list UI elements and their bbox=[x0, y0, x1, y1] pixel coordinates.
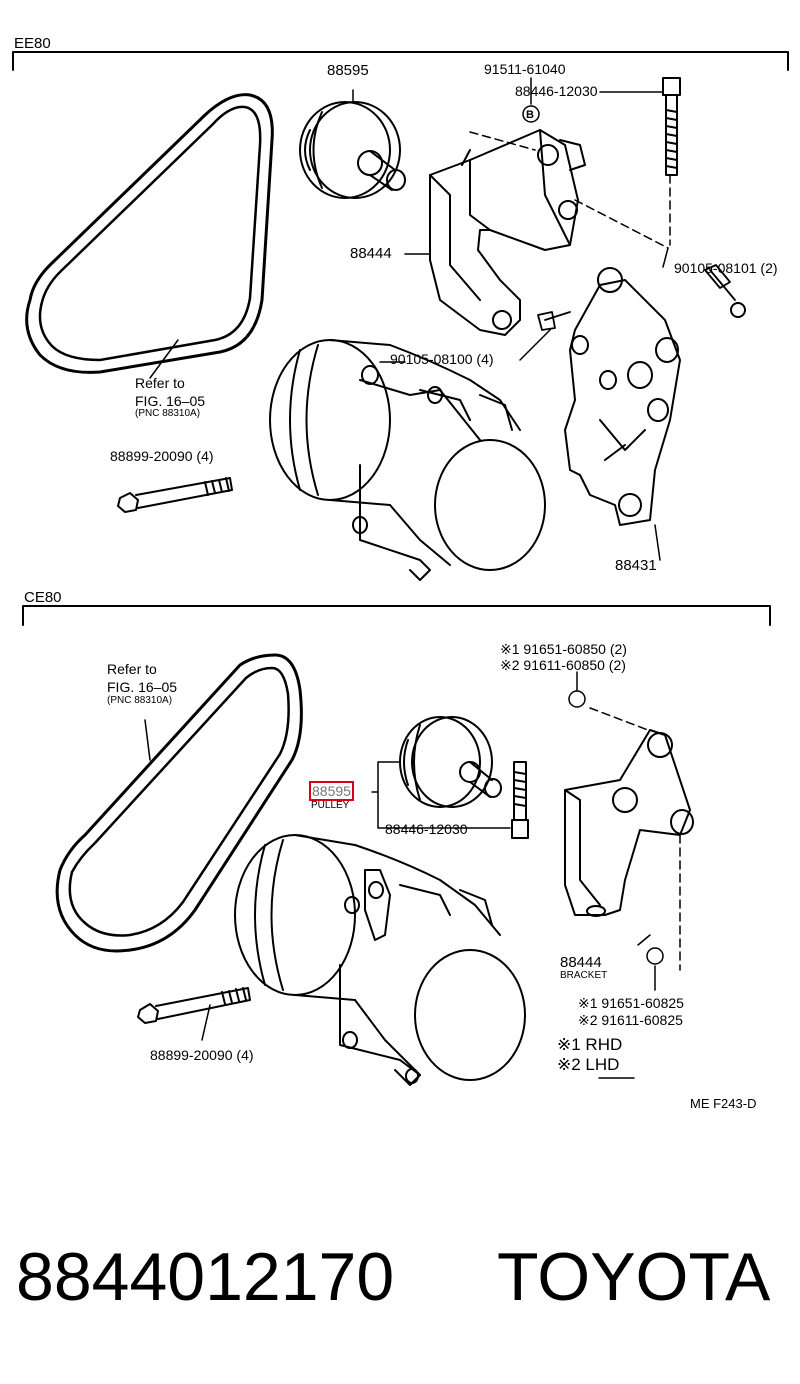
figure-code: ME F243-D bbox=[690, 1096, 757, 1111]
legend-lhd: ※2 LHD bbox=[557, 1055, 620, 1074]
bottom-bolt-lhd-bot[interactable]: ※2 91611-60825 bbox=[578, 1012, 683, 1028]
bracket-top-drawing bbox=[429, 129, 669, 336]
bottom-bolt-88446[interactable]: 88446-12030 bbox=[385, 821, 468, 837]
compressor-bottom-drawing bbox=[234, 834, 526, 1086]
bracket-88431-drawing bbox=[564, 267, 681, 526]
section-title-ce80: CE80 bbox=[24, 589, 62, 606]
bottom-refer-fig-link[interactable]: FIG. 16–05 bbox=[107, 679, 178, 695]
bottom-bolt-rhd-bot[interactable]: ※1 91651-60825 bbox=[578, 995, 684, 1011]
bottom-long-bolt[interactable]: 88899-20090 (4) bbox=[150, 1047, 254, 1063]
top-long-bolt[interactable]: 88899-20090 (4) bbox=[110, 448, 214, 464]
bottom-bolt-rhd-top[interactable]: ※1 91651-60850 (2) bbox=[500, 641, 627, 657]
top-bolt-90105-08101[interactable]: 90105-08101 (2) bbox=[674, 260, 778, 276]
compressor-top-drawing bbox=[269, 339, 546, 581]
legend-rhd: ※1 RHD bbox=[557, 1035, 623, 1054]
top-bolt-90105-08100[interactable]: 90105-08100 (4) bbox=[390, 351, 494, 367]
top-bolt-91511[interactable]: 91511-61040 bbox=[484, 61, 566, 77]
footer-brand: TOYOTA bbox=[497, 1239, 771, 1315]
drive-belt-top bbox=[25, 93, 274, 374]
bracket-bottom-drawing bbox=[564, 707, 694, 971]
bottom-bolt-lhd-top[interactable]: ※2 91611-60850 (2) bbox=[500, 657, 626, 673]
top-pulley-number[interactable]: 88595 bbox=[327, 62, 369, 79]
top-bracket-number[interactable]: 88444 bbox=[350, 245, 392, 262]
pulley-bottom-drawing bbox=[399, 716, 502, 808]
bolt-top-drawing bbox=[662, 77, 681, 246]
bottom-section-frame bbox=[22, 605, 771, 626]
bottom-refer-line1: Refer to bbox=[107, 661, 157, 677]
bottom-refer-pnc: (PNC 88310A) bbox=[107, 695, 173, 706]
top-refer-fig-link[interactable]: FIG. 16–05 bbox=[135, 393, 206, 409]
top-refer-pnc: (PNC 88310A) bbox=[135, 408, 201, 419]
long-bolt-bottom-drawing bbox=[137, 987, 251, 1024]
top-section-frame bbox=[12, 51, 789, 71]
bottom-pulley-number-highlighted[interactable]: 88595 bbox=[309, 781, 354, 801]
bolt-bottom-drawing bbox=[511, 761, 529, 839]
footer-part-number: 8844012170 bbox=[16, 1239, 395, 1315]
top-bolt-88446[interactable]: 88446-12030 bbox=[515, 83, 598, 99]
bottom-pulley-name: PULLEY bbox=[311, 800, 350, 811]
top-marker-b: B bbox=[526, 109, 534, 121]
top-bracket-88431[interactable]: 88431 bbox=[615, 557, 657, 574]
drive-belt-bottom bbox=[55, 653, 303, 953]
pulley-top-drawing bbox=[299, 89, 406, 199]
bottom-bracket-name: BRACKET bbox=[560, 970, 608, 981]
pulley-highlight-box[interactable]: 88595 bbox=[309, 781, 354, 801]
bottom-bracket-number[interactable]: 88444 bbox=[560, 954, 602, 971]
long-bolt-top-drawing bbox=[117, 477, 233, 513]
section-title-ee80: EE80 bbox=[14, 35, 51, 52]
top-refer-line1: Refer to bbox=[135, 375, 185, 391]
